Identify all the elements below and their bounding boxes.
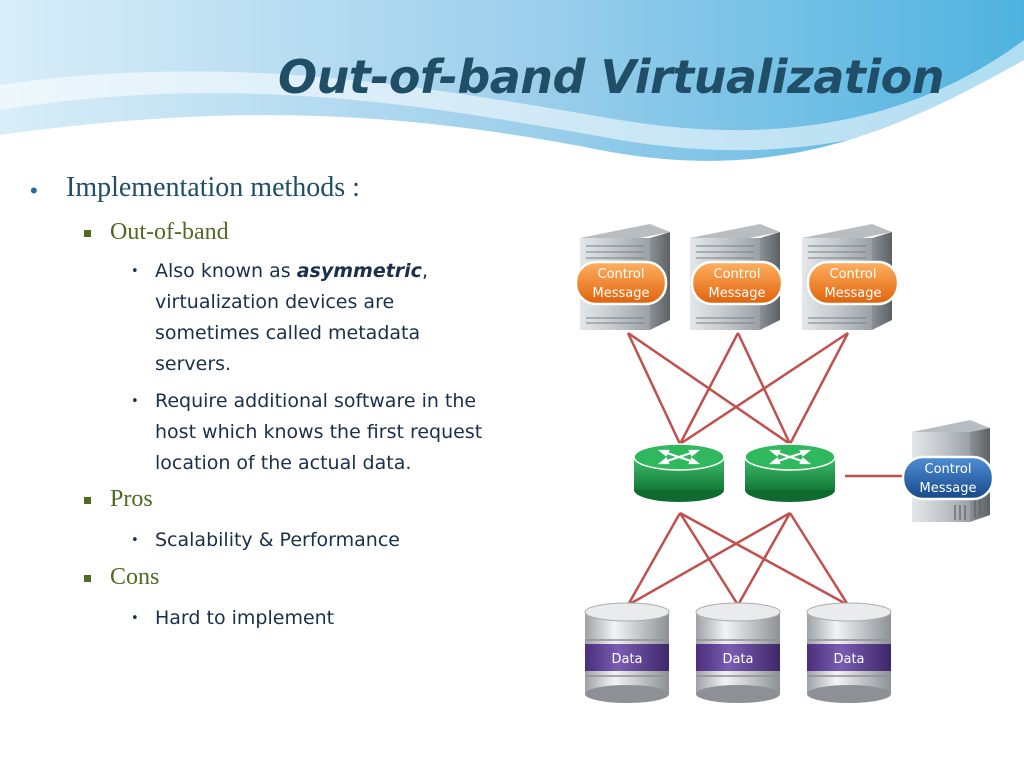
data-label: Data bbox=[722, 652, 753, 667]
software-point-line: Require additional software in the bbox=[155, 390, 477, 412]
pros-heading: Pros bbox=[110, 486, 153, 512]
badge-label-line1: Control bbox=[598, 267, 645, 282]
data-disk-icon: Data bbox=[806, 602, 892, 703]
control-message-badge: Control Message bbox=[574, 260, 668, 306]
control-message-badge: Control Message bbox=[690, 260, 784, 306]
link-line bbox=[678, 332, 740, 445]
link-line bbox=[627, 511, 791, 607]
point-prefix: Also known as bbox=[155, 260, 297, 282]
bullet-square bbox=[84, 497, 91, 504]
point-comma: , bbox=[421, 260, 428, 282]
bullet-dot: • bbox=[30, 178, 38, 203]
asymmetric-point: Also known as asymmetric, bbox=[155, 256, 428, 287]
data-label: Data bbox=[611, 652, 642, 667]
pros-point: Scalability & Performance bbox=[155, 529, 400, 551]
software-point-line: host which knows the first request bbox=[155, 421, 483, 443]
bullet-dot-small: • bbox=[131, 533, 139, 548]
badge-label-line2: Message bbox=[825, 286, 882, 301]
link-line bbox=[788, 512, 850, 606]
slide-title: Out-of-band Virtualization bbox=[278, 50, 944, 104]
link-line bbox=[788, 332, 850, 445]
link-line bbox=[626, 512, 682, 606]
bullet-dot-small: • bbox=[131, 394, 139, 409]
data-disk-icon: Data bbox=[695, 602, 781, 703]
router-icon bbox=[744, 443, 836, 502]
badge-label-line2: Message bbox=[709, 286, 766, 301]
data-label: Data bbox=[833, 652, 864, 667]
asymmetric-point-line: sometimes called metadata bbox=[155, 322, 421, 344]
outofband-heading: Out-of-band bbox=[110, 219, 229, 245]
bullet-dot-small: • bbox=[131, 611, 139, 626]
badge-label-line1: Control bbox=[830, 267, 877, 282]
implementation-methods-heading: Implementation methods : bbox=[66, 172, 360, 203]
badge-label-line1: Control bbox=[714, 267, 761, 282]
bullet-square bbox=[84, 230, 91, 237]
control-message-badge-blue: Control Message bbox=[901, 455, 995, 501]
badge-label-line2: Message bbox=[593, 286, 650, 301]
badge-label-line1: Control bbox=[925, 462, 972, 477]
data-disk-icon: Data bbox=[584, 602, 670, 703]
bullet-dot-small: • bbox=[131, 264, 139, 279]
router-icon bbox=[633, 443, 725, 502]
asymmetric-point-line: servers. bbox=[155, 353, 232, 375]
cons-point: Hard to implement bbox=[155, 607, 335, 629]
network-links bbox=[626, 331, 905, 607]
bullet-square bbox=[84, 575, 91, 582]
cons-heading: Cons bbox=[110, 564, 160, 590]
link-line bbox=[626, 332, 682, 445]
asymmetric-point-line: virtualization devices are bbox=[155, 291, 395, 313]
software-point-line: location of the actual data. bbox=[155, 452, 412, 474]
control-message-badge: Control Message bbox=[806, 260, 900, 306]
badge-label-line2: Message bbox=[920, 481, 977, 496]
point-emphasis: asymmetric bbox=[296, 260, 422, 282]
background-wave bbox=[0, 0, 1024, 200]
link-line bbox=[679, 331, 849, 446]
link-line bbox=[736, 512, 792, 606]
